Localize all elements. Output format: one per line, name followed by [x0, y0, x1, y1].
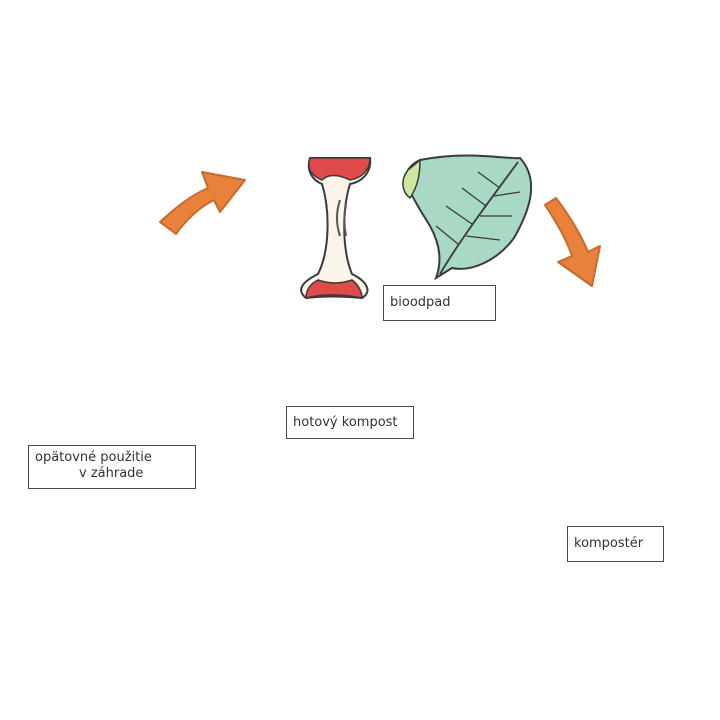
reuse-label: opätovné použitie v záhrade: [28, 445, 196, 489]
finished-compost-label: hotový kompost: [286, 406, 414, 439]
composter-label: kompostér: [567, 526, 664, 562]
apple-core-icon: [300, 157, 372, 300]
composter-label-text: kompostér: [574, 536, 644, 551]
reuse-label-line2: v záhrade: [79, 466, 144, 481]
biowaste-label: bioodpad: [383, 285, 496, 321]
reuse-label-line1: opätovné použitie: [35, 450, 152, 465]
cycle-arrow-icon: [159, 171, 246, 235]
biowaste-label-text: bioodpad: [390, 295, 451, 310]
cycle-arrow-icon: [544, 197, 601, 287]
leaf-icon: [402, 154, 533, 281]
finished-compost-label-text: hotový kompost: [293, 415, 398, 430]
